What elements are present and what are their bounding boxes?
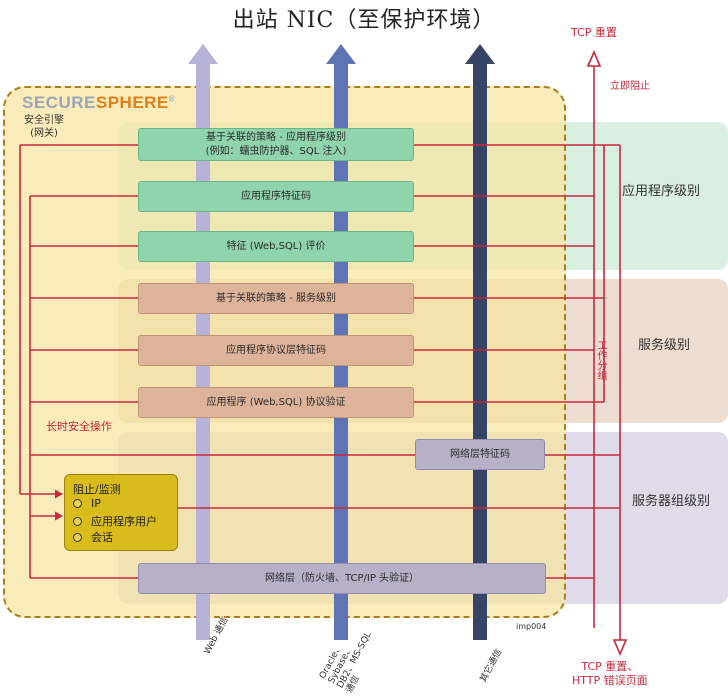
block-item-app-user-label: 应用程序用户	[91, 515, 157, 528]
app-policy-line1: 基于关联的策略 - 应用程序级别	[206, 131, 346, 143]
bottom-action-label: TCP 重置、 HTTP 错误页面	[572, 660, 648, 688]
block-item-ip-label: IP	[91, 497, 101, 510]
engine-label: 安全引擎 (网关)	[24, 114, 64, 140]
securesphere-logo: SECURESPHERE®	[22, 93, 175, 113]
bottom-arrowhead	[612, 639, 628, 657]
network-signature-box: 网络层特征码	[415, 439, 545, 470]
bullet-icon	[73, 499, 82, 508]
engine-label-line1: 安全引擎	[24, 115, 64, 126]
signature-eval-box: 特征 (Web,SQL) 评价	[138, 231, 414, 262]
diagram-title: 出站 NIC（至保护环境）	[232, 8, 496, 33]
app-policy-box: 基于关联的策略 - 应用程序级别 (例如：蠕虫防护器、SQL 注入)	[138, 128, 414, 161]
bottom-action-line1: TCP 重置、	[581, 660, 639, 673]
bullet-icon	[73, 516, 82, 526]
figure-id: imp004	[516, 622, 547, 631]
logo-sphere: SPHERE	[95, 93, 169, 112]
tcp-reset-arrowhead	[586, 49, 602, 67]
bullet-icon	[73, 532, 82, 542]
other-traffic-arrow	[465, 44, 495, 640]
immediate-block-label: 立即阻止	[610, 81, 650, 92]
red-flow-lines	[19, 62, 621, 640]
protocol-validation-box: 应用程序 (Web,SQL) 协议验证	[138, 387, 414, 418]
server-group-level-label: 服务器组级别	[632, 494, 711, 509]
workgroup-label: 工作分组	[595, 340, 606, 380]
block-monitor-title: 阻止/监测	[73, 483, 121, 496]
block-item-session: 会话	[73, 529, 113, 545]
network-layer-box: 网络层（防火墙、TCP/IP 头验证）	[138, 563, 546, 594]
service-policy-box: 基于关联的策略 - 服务级别	[138, 283, 414, 314]
app-signature-box: 应用程序特征码	[138, 181, 414, 212]
service-level-label: 服务级别	[638, 338, 691, 353]
engine-label-line2: (网关)	[30, 128, 58, 139]
app-policy-line2: (例如：蠕虫防护器、SQL 注入)	[205, 145, 347, 157]
block-item-ip: IP	[73, 497, 101, 510]
block-item-app-user: 应用程序用户	[73, 513, 157, 529]
bottom-action-line2: HTTP 错误页面	[572, 674, 648, 687]
block-monitor-box: 阻止/监测 IP 应用程序用户 会话	[64, 474, 178, 551]
logo-mark: ®	[168, 94, 176, 104]
app-level-label: 应用程序级别	[622, 184, 701, 199]
tcp-reset-label: TCP 重置	[571, 26, 617, 39]
logo-secure: SECURE	[22, 93, 96, 112]
long-term-label: 长时安全操作	[46, 420, 112, 433]
block-item-session-label: 会话	[91, 531, 113, 544]
protocol-signature-box: 应用程序协议层特征码	[138, 335, 414, 366]
